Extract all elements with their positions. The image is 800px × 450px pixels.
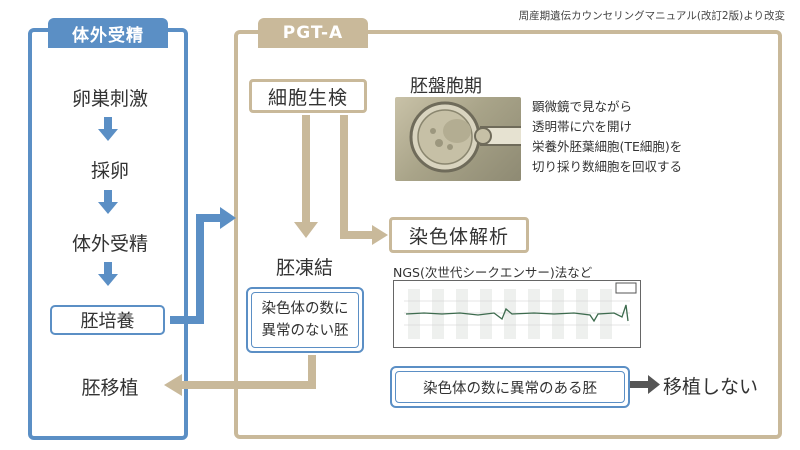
down-arrow-3	[98, 262, 118, 286]
right-panel-frame	[234, 30, 782, 439]
ngs-plot-drawing	[394, 281, 640, 347]
freeze-to-transfer-head	[164, 374, 182, 396]
left-step-arrows	[98, 117, 118, 286]
biopsy-to-analysis-path	[340, 115, 374, 239]
biopsy-to-freeze-shaft	[302, 115, 310, 225]
step-ovarian-stimulation: 卵巣刺激	[71, 88, 148, 110]
chromosome-analysis-label: 染色体解析	[408, 225, 509, 248]
biopsy-box: 細胞生検	[249, 79, 367, 113]
abnormal-embryo-box: 染色体の数に異常のある胚	[390, 366, 630, 408]
down-arrow-1	[98, 117, 118, 141]
normal-embryo-inner: 染色体の数に 異常のない胚	[251, 292, 359, 348]
normal-embryo-line-2: 異常のない胚	[261, 323, 349, 339]
abnormal-embryo-label: 染色体の数に異常のある胚	[423, 380, 597, 397]
embryo-freeze-label: 胚凍結	[276, 257, 334, 279]
biopsy-label: 細胞生検	[267, 86, 348, 109]
step-ivf: 体外受精	[71, 233, 148, 255]
biopsy-to-analysis-head	[372, 225, 388, 245]
step-embryo-transfer: 胚移植	[81, 377, 139, 399]
step-embryo-culture-label: 胚培養	[80, 311, 135, 332]
no-transfer-arrow	[628, 375, 660, 394]
step-embryo-culture-box: 胚培養	[50, 305, 165, 335]
desc-line-2: 透明帯に穴を開け	[532, 119, 633, 134]
biopsy-to-freeze-head	[294, 222, 318, 238]
step-egg-retrieval: 採卵	[90, 160, 129, 182]
chromosome-analysis-box: 染色体解析	[389, 217, 529, 253]
no-transfer-label: 移植しない	[663, 376, 759, 398]
freeze-to-transfer-path	[180, 355, 316, 389]
blastocyst-drawing	[409, 101, 521, 173]
normal-embryo-box: 染色体の数に 異常のない胚	[246, 287, 364, 353]
source-note: 周産期遺伝カウンセリングマニュアル(改訂2版)より改変	[518, 10, 785, 22]
pgt-a-tab: PGT-A	[258, 18, 368, 48]
to-pgt-arrow	[170, 207, 236, 324]
tan-arrows	[164, 115, 388, 396]
desc-line-3: 栄養外胚葉細胞(TE細胞)を	[532, 139, 683, 154]
blastocyst-title: 胚盤胞期	[410, 76, 482, 97]
down-arrow-2	[98, 190, 118, 214]
normal-embryo-line-1: 染色体の数に	[261, 301, 349, 317]
abnormal-embryo-inner: 染色体の数に異常のある胚	[395, 371, 625, 403]
ngs-label: NGS(次世代シークエンサー)法など	[393, 265, 593, 280]
copy-number-trace	[405, 304, 629, 323]
ngs-result-plot	[393, 280, 641, 348]
blastocyst-description: 顕微鏡で見ながら 透明帯に穴を開け 栄養外胚葉細胞(TE細胞)を 切り採り数細胞…	[532, 97, 682, 177]
desc-line-4: 切り採り数細胞を回収する	[532, 159, 683, 174]
desc-line-1: 顕微鏡で見ながら	[532, 99, 633, 114]
blastocyst-micrograph	[395, 97, 521, 181]
ivf-tab: 体外受精	[48, 18, 168, 48]
